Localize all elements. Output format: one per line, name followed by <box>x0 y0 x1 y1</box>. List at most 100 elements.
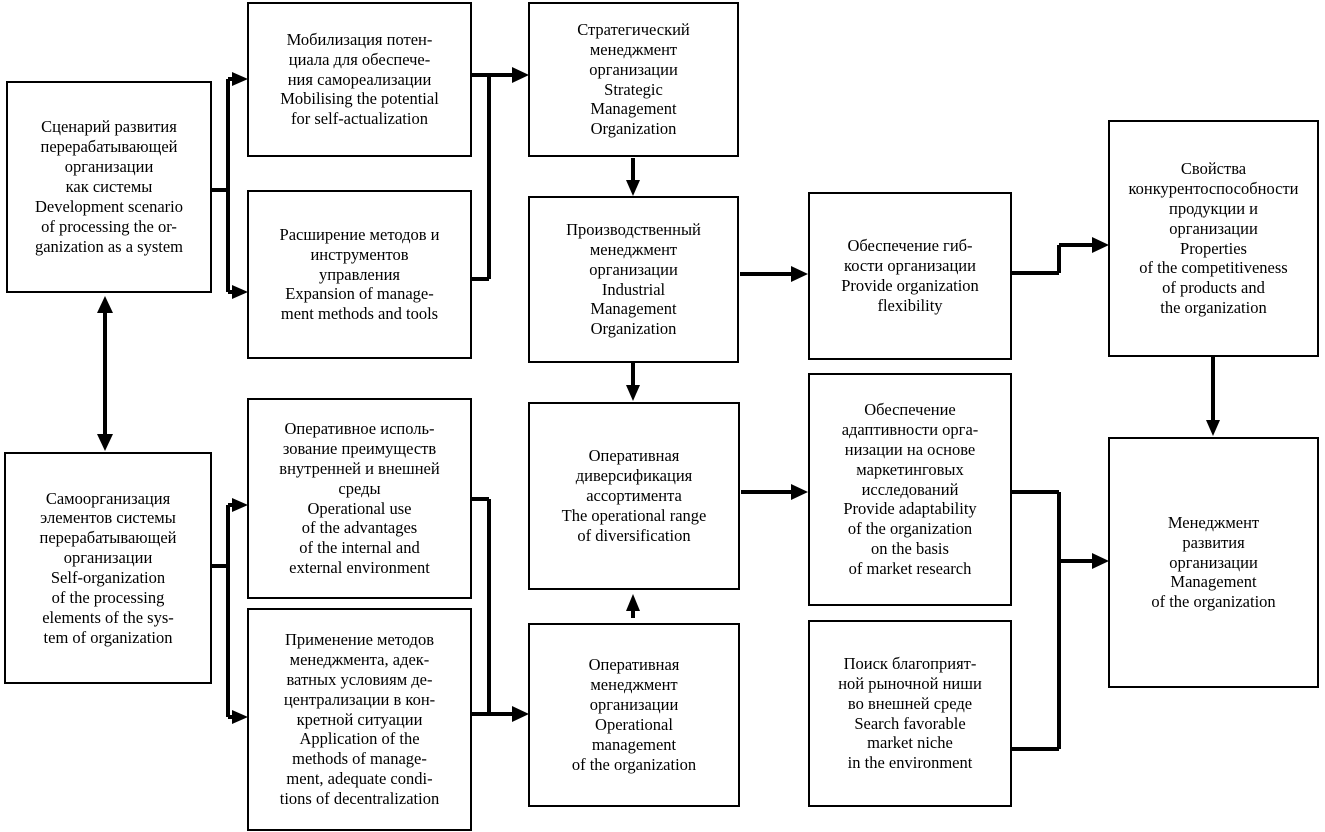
node-line: организации <box>1169 552 1258 572</box>
node-line: tem of organization <box>43 627 173 647</box>
node-line: перерабатывающей <box>40 137 178 157</box>
node-line: Expansion of manage- <box>285 284 434 304</box>
node-line: for self-actualization <box>291 109 428 129</box>
arrowhead-to-management-left <box>1092 553 1109 569</box>
search-market-niche-box[interactable]: Поиск благоприят- ной рыночной ниши во в… <box>808 620 1012 807</box>
node-line: исследований <box>861 479 959 499</box>
node-line: циала для обеспече- <box>288 49 431 69</box>
node-line: элементов системы <box>40 508 176 528</box>
node-line: Mobilising the potential <box>280 89 439 109</box>
node-line: ment methods and tools <box>280 304 439 324</box>
arrowhead-up-to-scenario <box>97 296 113 313</box>
node-line: Производственный <box>566 219 701 239</box>
node-line: of diversification <box>577 525 691 545</box>
node-line: конкурентоспособности <box>1128 178 1299 198</box>
node-line: flexibility <box>877 295 943 315</box>
node-line: Поиск благоприят- <box>843 653 977 673</box>
node-line: Search favorable <box>854 713 966 733</box>
node-line: of the internal and <box>299 538 420 558</box>
node-line: Self-organization <box>50 568 166 587</box>
node-line: продукции и <box>1169 198 1258 218</box>
node-line: on the basis <box>871 539 949 559</box>
node-line: Расширение методов и <box>279 224 440 244</box>
operational-use-box[interactable]: Оперативное исполь- зование преимуществ … <box>247 398 472 599</box>
node-line: зование преимуществ <box>282 438 437 458</box>
arrowhead-to-diversification <box>626 385 640 401</box>
node-line: Оперативная <box>588 655 680 675</box>
node-line: внутренней и внешней <box>279 458 440 478</box>
provide-adaptability-box[interactable]: Обеспечение адаптивности орга- низации н… <box>808 373 1012 606</box>
development-scenario-box[interactable]: Сценарий развития перерабатывающей орган… <box>6 81 212 293</box>
node-line: Оперативное исполь- <box>284 419 435 438</box>
node-line: Применение методов <box>285 630 434 650</box>
node-line: инструментов <box>310 244 409 264</box>
node-line: market niche <box>867 733 953 753</box>
arrowhead-to-diversification-up <box>626 594 640 611</box>
node-line: of the advantages <box>301 518 418 538</box>
node-line: management <box>591 734 677 754</box>
node-line: организации <box>589 59 678 79</box>
node-line: Provide adaptability <box>843 499 977 519</box>
node-line: кретной ситуации <box>296 709 423 729</box>
node-line: Operational <box>595 715 673 734</box>
node-line: менеджмент <box>589 39 678 59</box>
arrowhead-to-operational-use <box>232 498 248 512</box>
node-line: маркетинговых <box>856 459 964 479</box>
node-line: Сценарий развития <box>41 117 177 137</box>
node-line: централизации в кон- <box>283 689 436 709</box>
node-line: диверсификация <box>575 466 693 486</box>
node-line: Development scenario <box>35 196 183 216</box>
node-line: Strategic <box>604 79 663 99</box>
node-line: ной рыночной ниши <box>838 673 982 693</box>
node-line: of the organization <box>1151 592 1276 612</box>
node-line: менеджмент <box>590 675 678 695</box>
application-methods-box[interactable]: Применение методов менеджмента, адек- ва… <box>247 608 472 831</box>
node-line: ватных условиям де- <box>286 669 433 689</box>
node-line: организации <box>64 157 154 177</box>
node-line: Самоорганизация <box>45 488 171 508</box>
node-line: во внешней среде <box>847 693 973 713</box>
node-line: external environment <box>289 558 430 578</box>
node-line: организации <box>589 695 679 715</box>
node-line: Organization <box>590 319 677 339</box>
strategic-management-box[interactable]: Стратегический менеджмент организации St… <box>528 2 739 157</box>
node-line: in the environment <box>847 753 973 773</box>
node-line: of the processing <box>51 587 165 607</box>
expansion-methods-box[interactable]: Расширение методов и инструментов управл… <box>247 190 472 359</box>
industrial-management-box[interactable]: Производственный менеджмент организации … <box>528 196 739 363</box>
arrowhead-to-flexibility <box>791 266 808 282</box>
operational-diversification-box[interactable]: Оперативная диверсификация ассортимента … <box>528 402 740 590</box>
competitiveness-properties-box[interactable]: Свойства конкурентоспособности продукции… <box>1108 120 1319 357</box>
arrowhead-to-application <box>232 710 248 724</box>
arrowhead-to-mobilising <box>232 72 248 86</box>
node-line: Properties <box>1180 238 1247 258</box>
node-line: of the organization <box>847 519 973 539</box>
mobilising-potential-box[interactable]: Мобилизация потен- циала для обеспече- н… <box>247 2 472 157</box>
node-line: methods of manage- <box>292 749 427 769</box>
self-organization-box[interactable]: Самоорганизация элементов системы перера… <box>4 452 212 684</box>
node-line: Стратегический <box>577 19 690 39</box>
node-line: Industrial <box>601 279 666 299</box>
node-line: Management <box>590 99 677 119</box>
node-line: организации <box>1169 218 1258 238</box>
node-line: Management <box>1170 572 1257 592</box>
arrowhead-to-expansion <box>232 285 248 299</box>
node-line: перерабатывающей <box>39 528 177 548</box>
management-development-box[interactable]: Менеджмент развития организации Manageme… <box>1108 437 1319 688</box>
node-line: развития <box>1182 532 1245 552</box>
node-line: The operational range <box>561 505 707 525</box>
arrowhead-to-adaptability <box>791 484 808 500</box>
operational-management-box[interactable]: Оперативная менеджмент организации Opera… <box>528 623 740 807</box>
node-line: адаптивности орга- <box>841 419 979 439</box>
node-line: Оперативная <box>588 446 680 466</box>
node-line: низации на основе <box>844 439 976 459</box>
node-line: Обеспечение <box>864 400 956 420</box>
arrowhead-to-strategic <box>512 67 529 83</box>
node-line: ment, adequate condi- <box>286 769 433 789</box>
node-line: Мобилизация потен- <box>286 29 433 49</box>
node-line: менеджмента, адек- <box>289 649 430 669</box>
provide-flexibility-box[interactable]: Обеспечение гиб- кости организации Provi… <box>808 192 1012 360</box>
node-line: of processing the or- <box>41 216 177 236</box>
node-line: of products and <box>1162 278 1265 298</box>
